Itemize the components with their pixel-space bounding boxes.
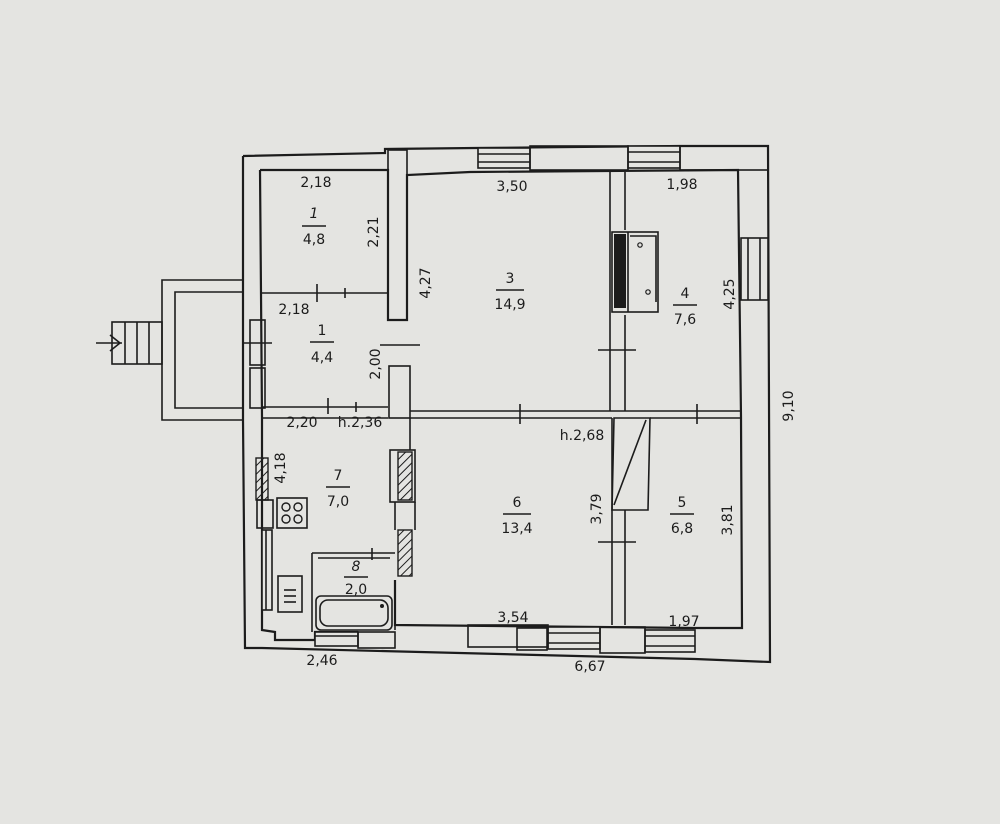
bathtub-icon: [315, 595, 393, 631]
dimension-labels: 2,18 2,21 2,18 2,00 2,20 h.2,36 4,18 2,4…: [273, 175, 797, 675]
cooktop-icon: [276, 497, 308, 529]
windows: [261, 145, 769, 654]
room-label-8: 8 2,0: [344, 559, 368, 598]
stove-5-icon: [611, 417, 651, 511]
room-area: 7,0: [327, 494, 349, 510]
room-label-3: 3 14,9: [494, 271, 525, 313]
dim-2-20: 2,20: [286, 415, 317, 431]
room-area: 4,4: [311, 350, 333, 366]
dim-3-81: 3,81: [720, 504, 736, 535]
room-number: 1: [318, 323, 327, 339]
room-number: 6: [513, 495, 522, 511]
room-label-7: 7 7,0: [326, 468, 350, 510]
room-number: 4: [681, 286, 690, 302]
room-area: 14,9: [494, 297, 525, 313]
room-number: 3: [506, 271, 515, 287]
dim-3-50: 3,50: [496, 179, 527, 195]
room-area: 6,8: [671, 521, 693, 537]
dim-6-67: 6,67: [574, 659, 605, 675]
dim-2-00: 2,00: [368, 348, 384, 379]
dim-4-25: 4,25: [722, 278, 738, 309]
room-label-6: 6 13,4: [501, 495, 532, 537]
dim-h-2-68: h.2,68: [560, 428, 605, 444]
interior-walls: [249, 149, 741, 632]
dim-3-54: 3,54: [497, 610, 528, 626]
door-marks: [244, 284, 698, 560]
dim-2-21: 2,21: [366, 216, 382, 247]
room-label-1b: 1 4,4: [310, 323, 334, 366]
sink-icon: [277, 575, 303, 613]
room-label-1a: 1 4,8: [302, 206, 326, 248]
dim-2-18-top: 2,18: [300, 175, 331, 191]
room-label-5: 5 6,8: [670, 495, 694, 537]
room-number: 1: [310, 206, 319, 222]
dim-h-2-36: h.2,36: [338, 415, 383, 431]
room-label-4: 4 7,6: [673, 286, 697, 328]
exterior-walls: [241, 144, 772, 664]
dim-1-97: 1,97: [668, 614, 699, 630]
dim-3-79: 3,79: [589, 493, 605, 524]
dim-2-18-mid: 2,18: [278, 302, 309, 318]
room-area: 7,6: [674, 312, 696, 328]
dim-1-98: 1,98: [666, 177, 697, 193]
entrance-porch: [111, 279, 243, 421]
hatched-walls: [255, 451, 413, 577]
room-area: 4,8: [303, 232, 325, 248]
dim-9-10: 9,10: [781, 390, 797, 421]
room-number: 8: [352, 559, 361, 575]
dim-4-18: 4,18: [273, 452, 289, 483]
room-number: 5: [678, 495, 687, 511]
room-area: 13,4: [501, 521, 532, 537]
dim-2-46: 2,46: [306, 653, 337, 669]
entrance-arrow-icon: [96, 334, 122, 352]
fireplace-icon: [611, 231, 659, 313]
room-number: 7: [334, 468, 343, 484]
dim-4-27: 4,27: [418, 267, 434, 298]
room-area: 2,0: [345, 582, 367, 598]
